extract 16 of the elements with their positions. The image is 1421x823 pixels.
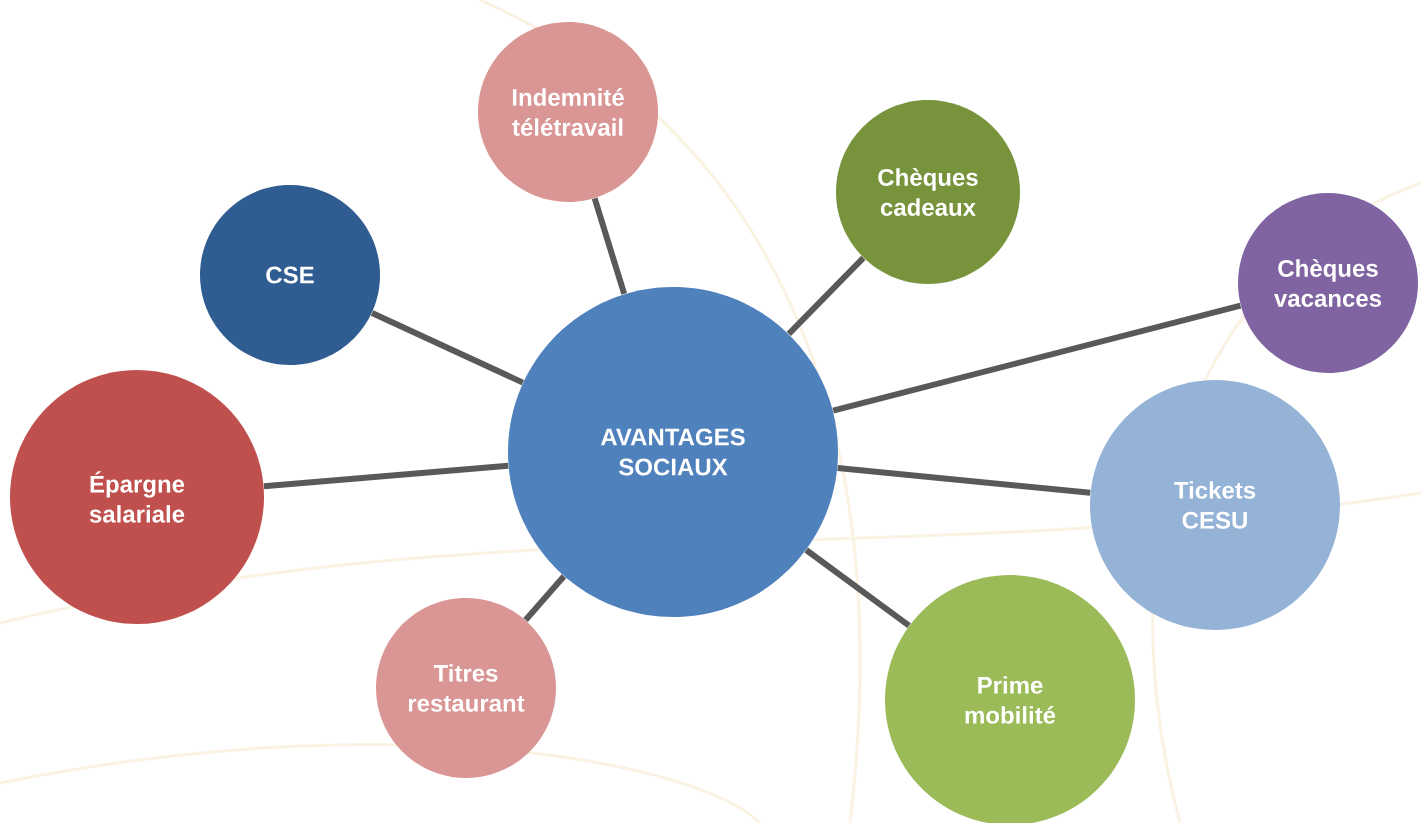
connector-line [804, 547, 911, 629]
connector-line [263, 462, 509, 490]
connector-line [786, 255, 866, 336]
circle-node: CSE [200, 185, 380, 365]
circle-node: AVANTAGES SOCIAUX [508, 287, 838, 617]
connector-line [591, 197, 628, 295]
connector-line [837, 465, 1091, 496]
circle-node: Chèques cadeaux [836, 100, 1020, 284]
circle-node: Titres restaurant [376, 598, 556, 778]
circle-node: Chèques vacances [1238, 193, 1418, 373]
circle-node: Tickets CESU [1090, 380, 1340, 630]
circle-node: Indemnité télétravail [478, 22, 658, 202]
connector-line [370, 310, 525, 386]
connector-line [832, 302, 1242, 414]
circle-node: Épargne salariale [10, 370, 264, 624]
connector-line [523, 574, 567, 622]
